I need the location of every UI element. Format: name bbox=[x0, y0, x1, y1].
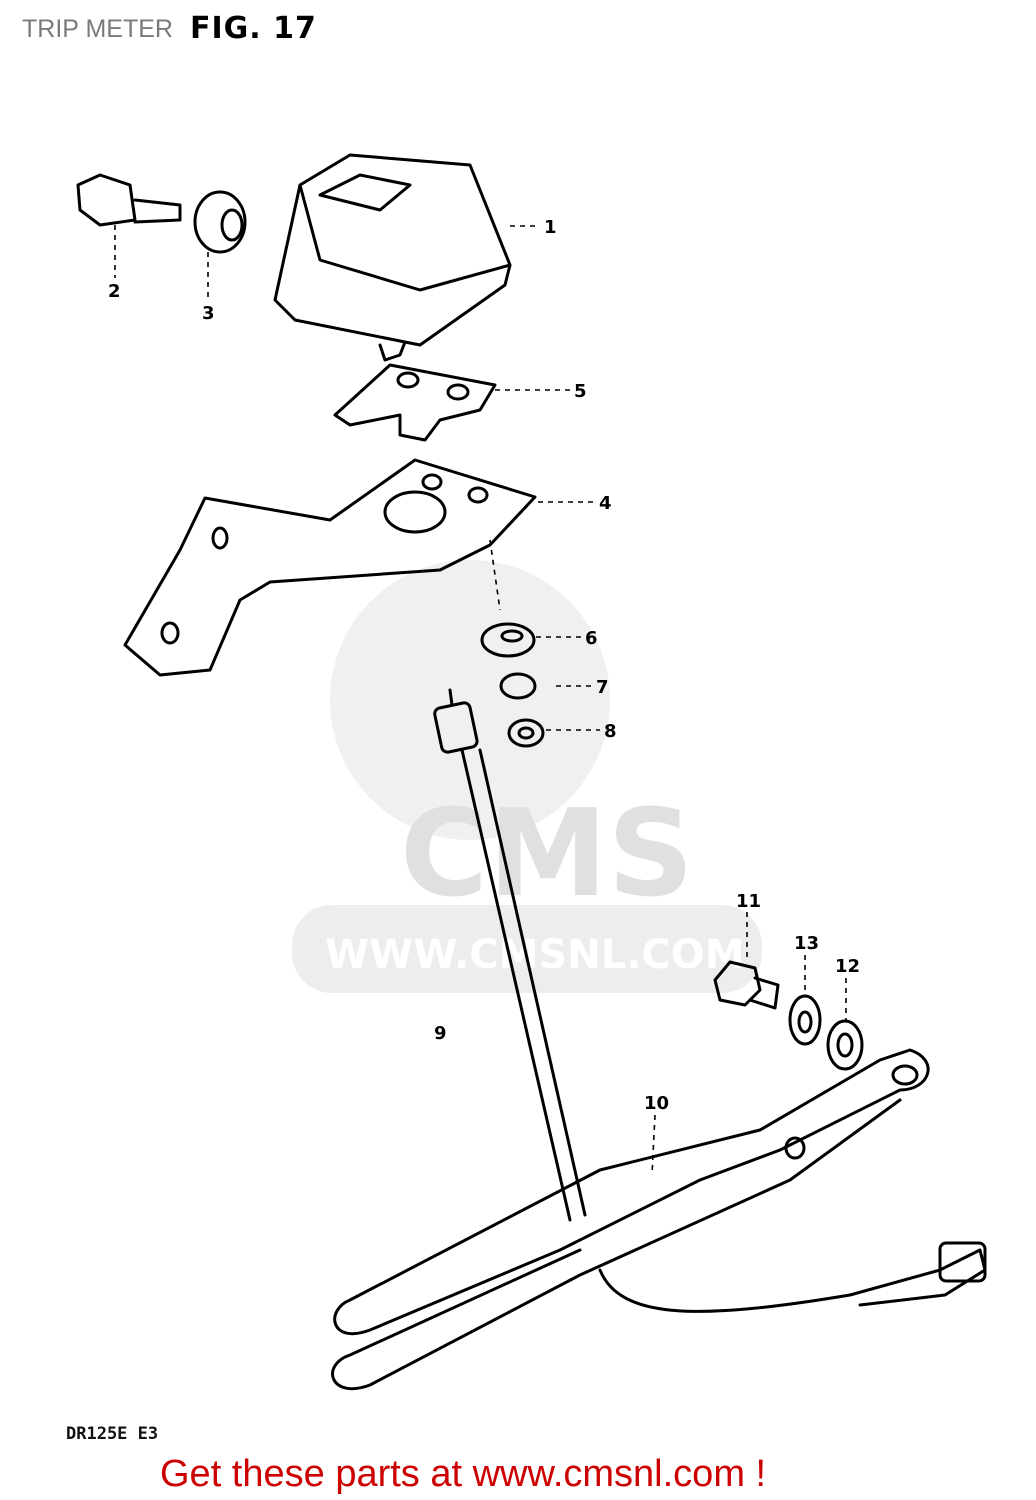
part-label-7: 7 bbox=[596, 677, 609, 698]
part-label-12: 12 bbox=[835, 956, 860, 977]
part-5-plate bbox=[333, 363, 497, 442]
diagram-caption: TRIP METER bbox=[22, 15, 173, 43]
part-13-washer bbox=[788, 994, 822, 1046]
part-2-switch bbox=[76, 173, 182, 227]
watermark-brand: CMS bbox=[400, 785, 694, 924]
part-label-2: 2 bbox=[108, 281, 121, 302]
promo-link[interactable]: Get these parts at www.cmsnl.com ! bbox=[160, 1453, 767, 1495]
part-12-washer bbox=[826, 1019, 864, 1071]
part-11-bolt bbox=[713, 960, 780, 1010]
part-label-11: 11 bbox=[736, 891, 761, 912]
leader-lines bbox=[114, 225, 847, 1176]
part-10-harness bbox=[331, 1048, 987, 1391]
part-4-bracket bbox=[123, 458, 537, 677]
part-9-cable bbox=[433, 688, 587, 1222]
part-label-5: 5 bbox=[574, 381, 587, 402]
part-label-6: 6 bbox=[585, 628, 598, 649]
part-8-nut bbox=[507, 718, 545, 748]
watermark-logo: CMS WWW.CMSNL.COM bbox=[292, 560, 762, 993]
part-label-1: 1 bbox=[544, 217, 557, 238]
part-label-3: 3 bbox=[202, 303, 215, 324]
part-label-13: 13 bbox=[794, 933, 819, 954]
watermark-url: WWW.CMSNL.COM bbox=[325, 932, 745, 978]
model-code: DR125E E3 bbox=[66, 1424, 159, 1444]
part-7-lock-washer bbox=[499, 672, 537, 700]
part-label-9: 9 bbox=[434, 1023, 447, 1044]
part-1-trip-meter-housing bbox=[273, 153, 512, 362]
part-3-grommet bbox=[193, 190, 247, 254]
part-label-8: 8 bbox=[604, 721, 617, 742]
part-label-10: 10 bbox=[644, 1093, 669, 1114]
figure-number: FIG. 17 bbox=[190, 11, 317, 46]
part-label-4: 4 bbox=[599, 493, 612, 514]
part-6-washer bbox=[480, 622, 536, 658]
